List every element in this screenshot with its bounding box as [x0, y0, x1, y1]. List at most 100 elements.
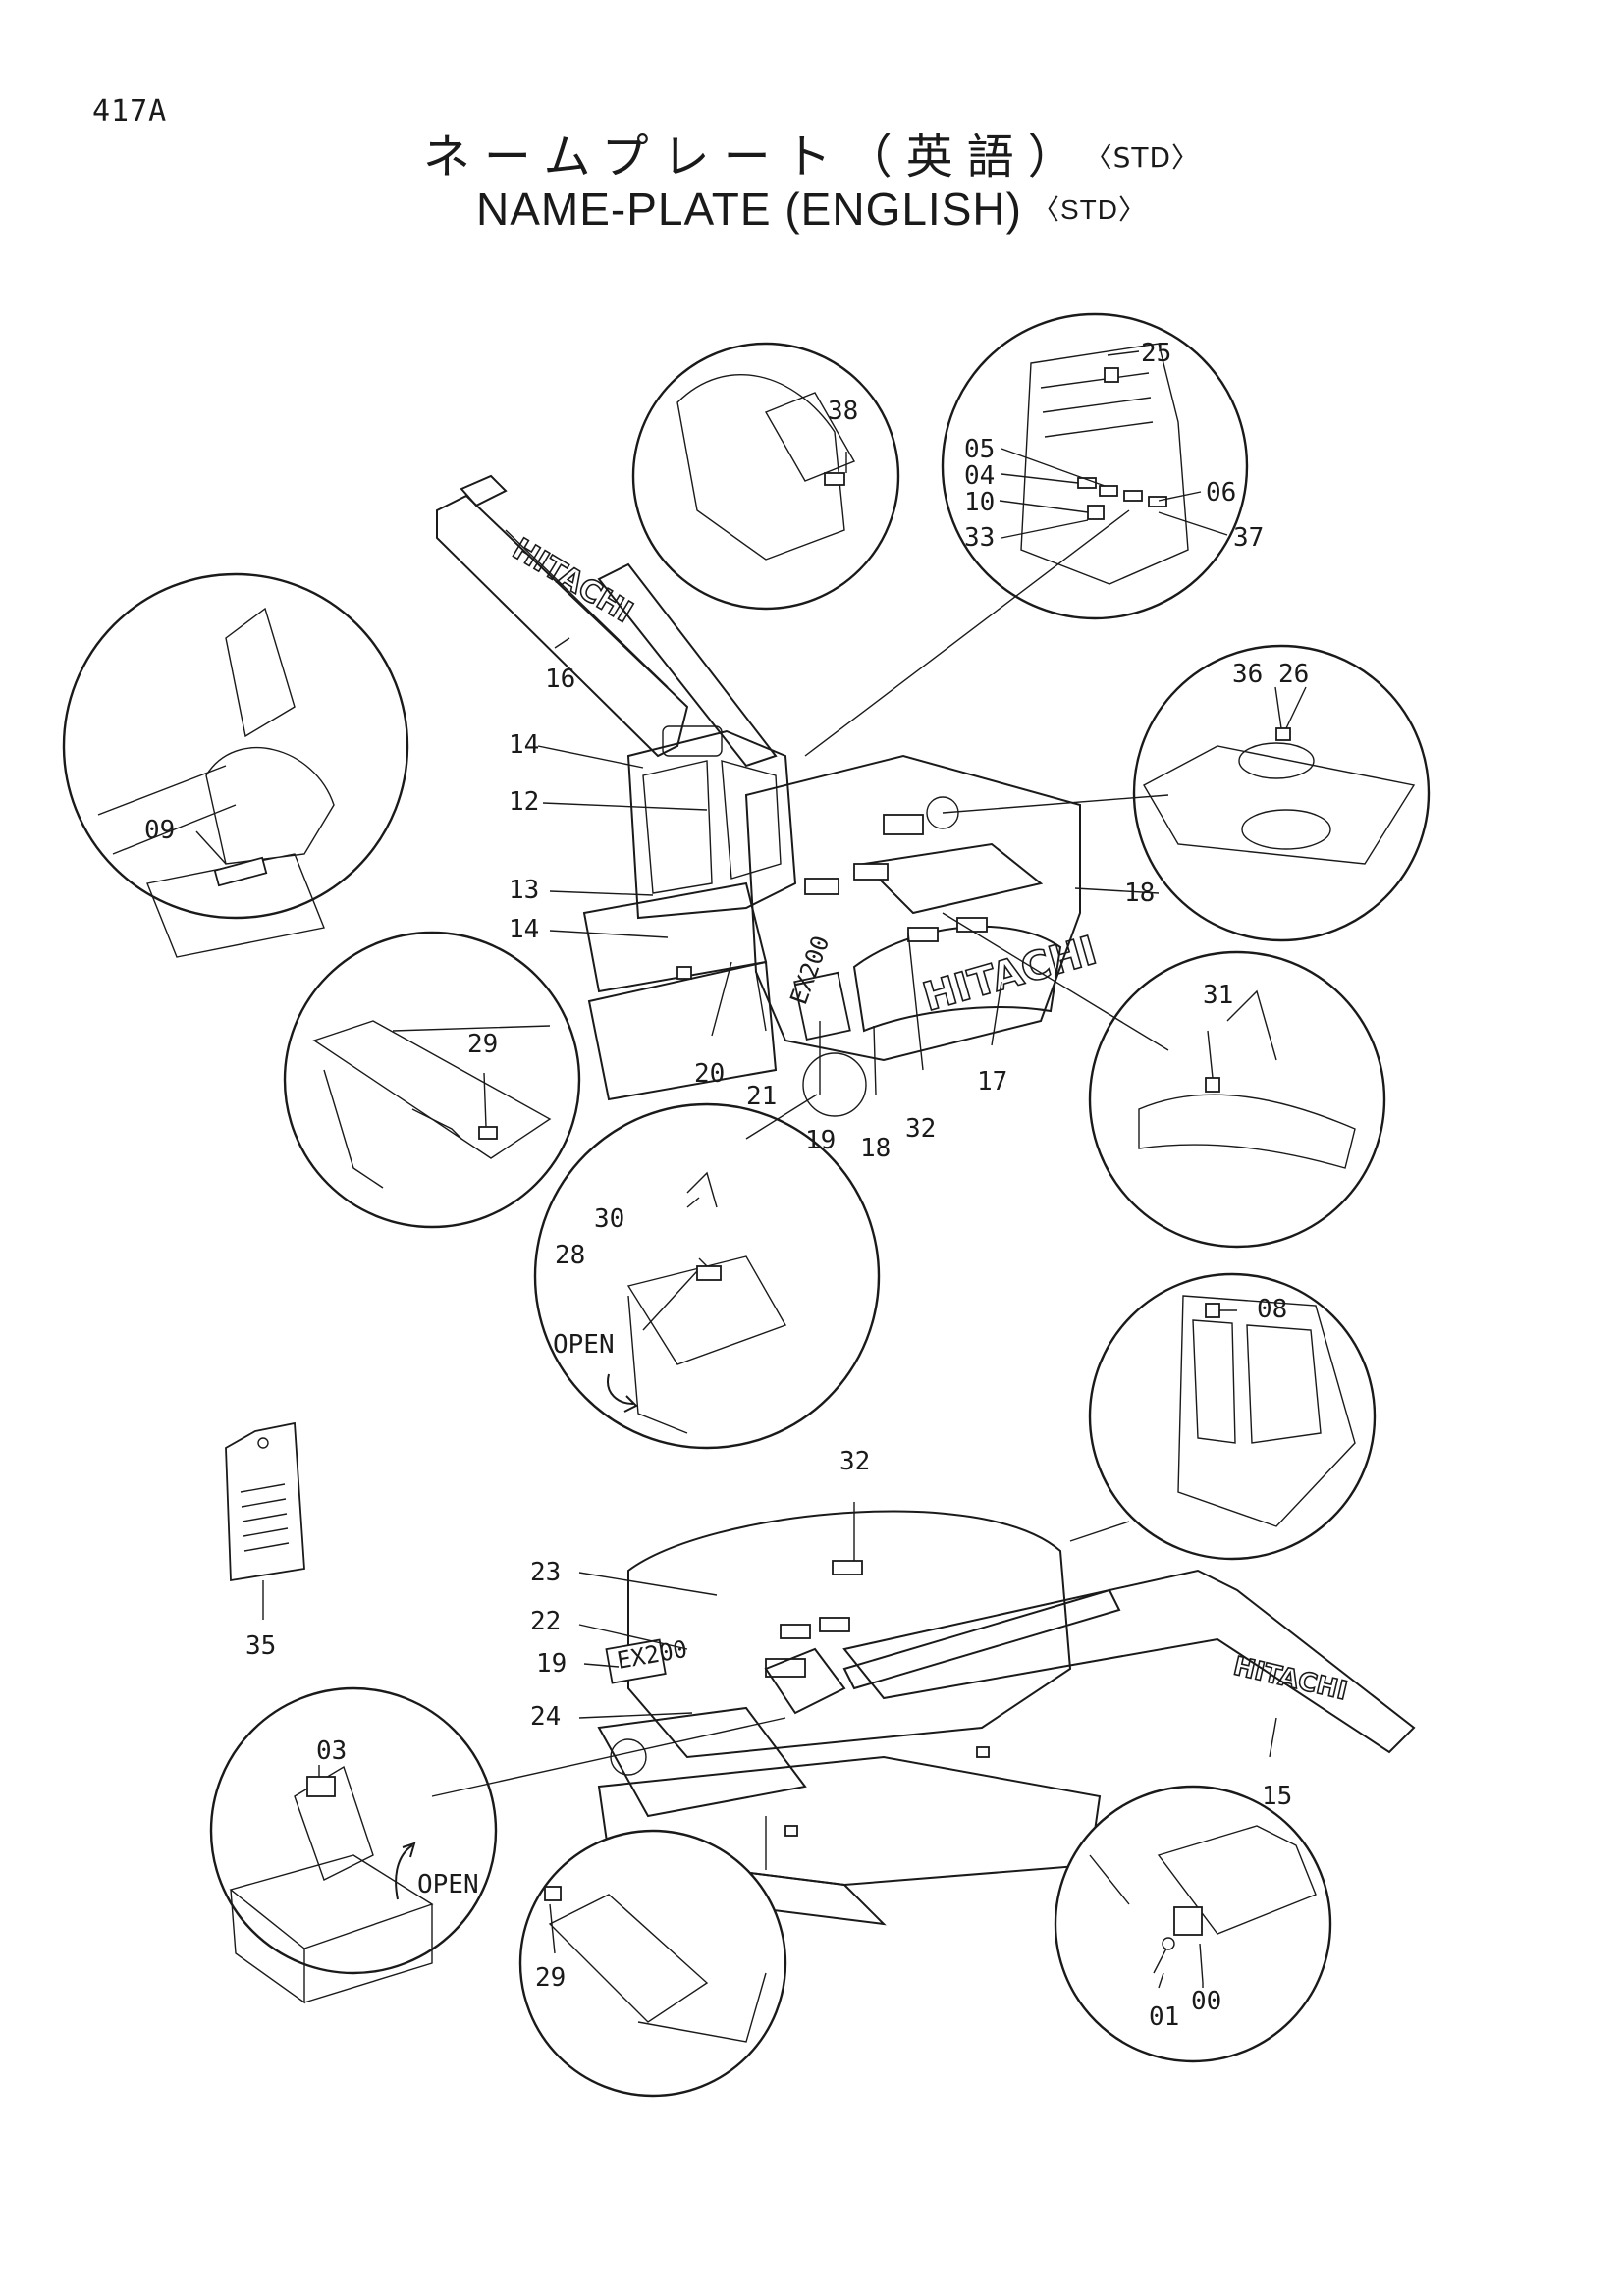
detail-circle-fuel-cap — [1132, 644, 1431, 942]
boom-cylinder-bottom — [842, 1588, 1121, 1690]
callout-21: 21 — [746, 1082, 777, 1111]
detail-circle-track-frame-left — [283, 931, 581, 1229]
callout-22: 22 — [530, 1607, 561, 1636]
callout-36: 36 — [1232, 660, 1263, 689]
callout-00: 00 — [1191, 1987, 1221, 2016]
cover-plate-c-top — [907, 927, 939, 942]
callout-15: 15 — [1262, 1782, 1292, 1811]
title-english-text: NAME-PLATE (ENGLISH) — [476, 184, 1022, 235]
engine-cover-top — [744, 754, 1081, 1062]
callout-35: 35 — [245, 1631, 276, 1661]
boom-tip-top — [460, 474, 508, 507]
boom-brand-decal-bottom: HITACHI — [1230, 1652, 1350, 1707]
fuel-cap-top — [926, 796, 959, 829]
detail-circle-cab-step — [62, 572, 409, 958]
upper-structure-bottom — [627, 1510, 1072, 1759]
callout-19-lower: 19 — [536, 1649, 567, 1679]
callout-13: 13 — [509, 876, 539, 905]
cab-top — [626, 729, 797, 920]
cautionary-tag — [225, 1421, 305, 1582]
detail-circle-door — [941, 312, 1249, 620]
cover-plate-b-top — [853, 863, 889, 881]
boom-cylinder-top — [597, 562, 778, 768]
callout-19-upper: 19 — [805, 1126, 836, 1155]
detail-circle-serial-plate — [1054, 1785, 1332, 2063]
open-indicators: OPEN OPEN — [395, 1330, 638, 1900]
detail-circle-cab-interior — [631, 342, 900, 611]
track-top — [587, 960, 778, 1101]
callout-08: 08 — [1257, 1295, 1287, 1324]
callout-31: 31 — [1203, 981, 1233, 1010]
control-box-bottom — [764, 1647, 846, 1715]
front-frame-bottom — [597, 1706, 807, 1818]
callout-14-lower: 14 — [509, 915, 539, 944]
track-frame-plate-bottom — [784, 1825, 798, 1837]
cover-plate-e-top — [883, 814, 924, 835]
hood-plate-b-bottom — [780, 1624, 811, 1639]
callout-05: 05 — [964, 435, 995, 464]
callout-09: 09 — [144, 816, 175, 845]
callout-14-upper: 14 — [509, 730, 539, 760]
callout-33: 33 — [964, 523, 995, 553]
open-label-battery: OPEN — [553, 1330, 615, 1360]
boom-edge-top — [505, 529, 669, 688]
cab-window-left-top — [642, 760, 713, 894]
detail-circle-hydraulic-hose — [1088, 950, 1386, 1249]
idler-wheel-top — [802, 1052, 867, 1117]
callout-20: 20 — [694, 1059, 725, 1089]
callout-26: 26 — [1278, 660, 1309, 689]
std-tag-japanese: 〈STD〉 — [1098, 141, 1201, 174]
callout-37: 37 — [1233, 523, 1264, 553]
title-english: NAME-PLATE (ENGLISH) 〈STD〉 — [0, 183, 1623, 236]
cover-plate-a-top — [804, 878, 839, 895]
open-arrowhead-battery — [623, 1395, 638, 1413]
callout-32-lower: 32 — [839, 1447, 870, 1476]
cab-roof-hatch-top — [662, 725, 723, 757]
detail-circle-cab-door-rear — [1088, 1272, 1377, 1561]
cab-window-right-top — [721, 760, 782, 880]
callout-29-lower: 29 — [535, 1963, 566, 1993]
title-japanese-text: ネームプレート（英語） — [422, 130, 1089, 185]
callout-32-upper: 32 — [905, 1114, 936, 1144]
callout-18-lower: 18 — [860, 1134, 891, 1163]
open-label-toolbox: OPEN — [417, 1870, 479, 1899]
open-arrow-toolbox — [395, 1844, 413, 1900]
callout-18-right: 18 — [1124, 879, 1155, 908]
page-code: 417A — [92, 94, 168, 129]
hood-plate-c-bottom — [819, 1617, 850, 1632]
callout-labels: 25 38 05 04 06 10 33 37 36 26 16 14 12 0… — [144, 339, 1309, 2032]
detail-circle-battery-box — [533, 1102, 881, 1450]
detail-circle-track-frame-right — [518, 1829, 787, 2098]
track-frame-plate-top — [676, 966, 692, 980]
model-decal-plate-top — [793, 971, 851, 1041]
callout-06: 06 — [1206, 478, 1236, 507]
detail-circle-tool-box — [209, 1686, 498, 2004]
callout-24: 24 — [530, 1702, 561, 1732]
callout-01: 01 — [1149, 2002, 1179, 2032]
boom-brand-decal-top: HITACHI — [507, 532, 639, 630]
hood-plate-a-bottom — [832, 1560, 863, 1575]
callout-25: 25 — [1141, 339, 1171, 368]
callout-03: 03 — [316, 1736, 347, 1766]
callout-29-upper: 29 — [467, 1030, 498, 1059]
callout-16: 16 — [545, 665, 575, 694]
boom-bottom — [842, 1569, 1416, 1754]
engine-hood-top — [861, 842, 1044, 915]
callout-23: 23 — [530, 1558, 561, 1587]
open-arrowhead-toolbox — [402, 1842, 416, 1858]
callout-04: 04 — [964, 461, 995, 491]
std-tag-english: 〈STD〉 — [1031, 194, 1147, 225]
open-arrow-battery — [607, 1373, 634, 1405]
callout-12: 12 — [509, 787, 539, 817]
title-japanese: ネームプレート（英語） 〈STD〉 — [0, 118, 1623, 187]
callout-30: 30 — [594, 1204, 624, 1234]
track-frame-top — [582, 881, 768, 993]
rear-plate-bottom — [976, 1746, 990, 1758]
callout-28: 28 — [555, 1241, 585, 1270]
callout-38: 38 — [828, 397, 858, 426]
callout-17: 17 — [977, 1067, 1007, 1096]
leader-lines — [195, 350, 1307, 1989]
callout-10: 10 — [964, 488, 995, 517]
